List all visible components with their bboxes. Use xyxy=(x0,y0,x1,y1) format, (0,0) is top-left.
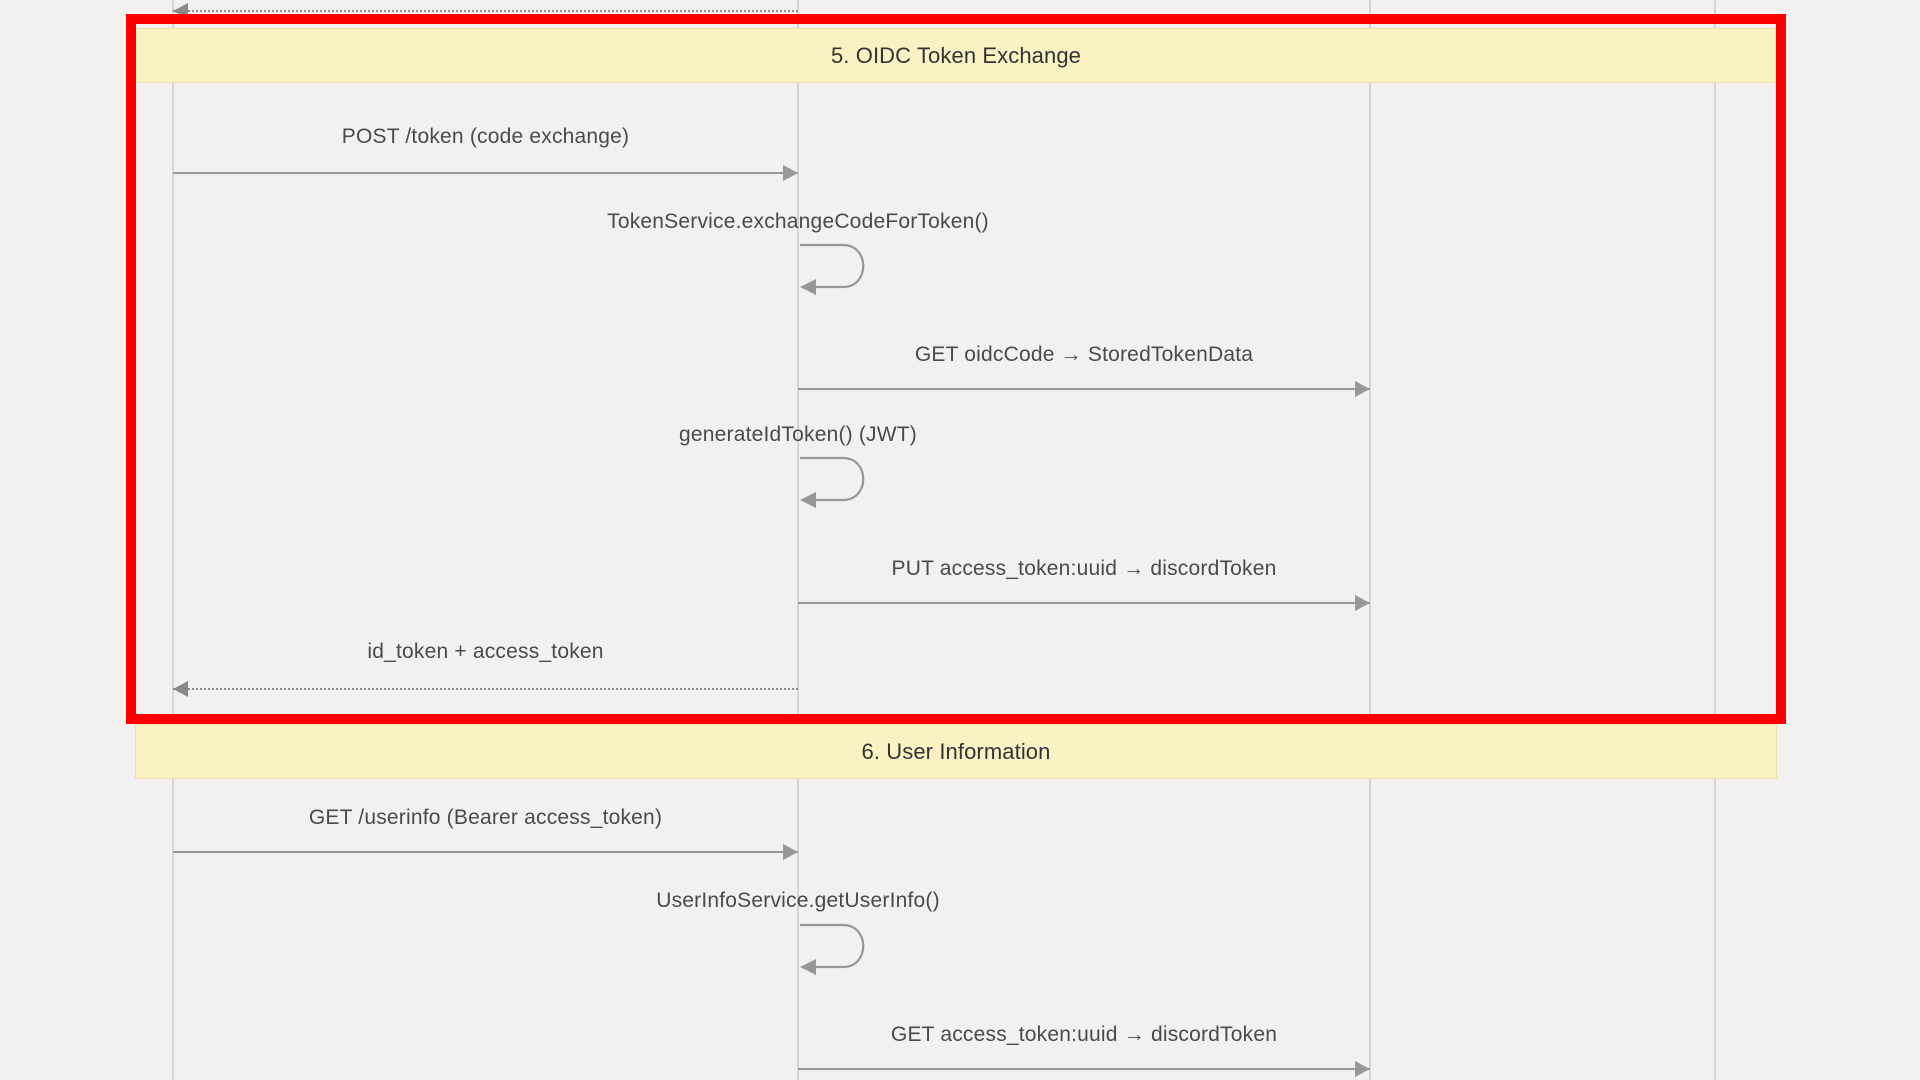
message-arrowhead xyxy=(783,844,798,860)
self-call-loop xyxy=(798,450,888,520)
self-call-loop xyxy=(798,917,888,987)
section-title: 5. OIDC Token Exchange xyxy=(830,42,1082,68)
message-line xyxy=(173,172,798,174)
message-line xyxy=(173,688,798,690)
message-label: UserInfoService.getUserInfo() xyxy=(656,889,940,912)
lifeline-3 xyxy=(1369,0,1371,1080)
message-arrowhead xyxy=(783,165,798,181)
message-label: GET /userinfo (Bearer access_token) xyxy=(308,806,663,829)
message-arrowhead xyxy=(1355,595,1370,611)
message-line xyxy=(173,10,798,12)
message-line xyxy=(173,851,798,853)
section-band-section-5: 5. OIDC Token Exchange xyxy=(135,28,1777,83)
message-label: POST /token (code exchange) xyxy=(341,125,630,148)
message-label: TokenService.exchangeCodeForToken() xyxy=(607,210,989,233)
message-arrowhead xyxy=(1355,1061,1370,1077)
message-arrowhead xyxy=(173,681,188,697)
message-label: GET oidcCode → StoredTokenData xyxy=(914,343,1254,366)
self-call-loop xyxy=(798,237,888,307)
message-label: GET access_token:uuid → discordToken xyxy=(890,1023,1278,1046)
section-band-section-6: 6. User Information xyxy=(135,724,1777,779)
message-arrowhead xyxy=(173,3,188,19)
message-label: PUT access_token:uuid → discordToken xyxy=(891,557,1277,580)
red-highlight-rectangle xyxy=(126,14,1786,724)
message-line xyxy=(798,1068,1370,1070)
message-line xyxy=(798,602,1370,604)
lifeline-2 xyxy=(797,0,799,1080)
message-line xyxy=(798,388,1370,390)
lifeline-1 xyxy=(172,0,174,1080)
message-arrowhead xyxy=(1355,381,1370,397)
message-label: generateIdToken() (JWT) xyxy=(678,423,918,446)
lifeline-4 xyxy=(1714,0,1716,1080)
section-title: 6. User Information xyxy=(861,738,1051,764)
message-label: id_token + access_token xyxy=(367,640,604,663)
